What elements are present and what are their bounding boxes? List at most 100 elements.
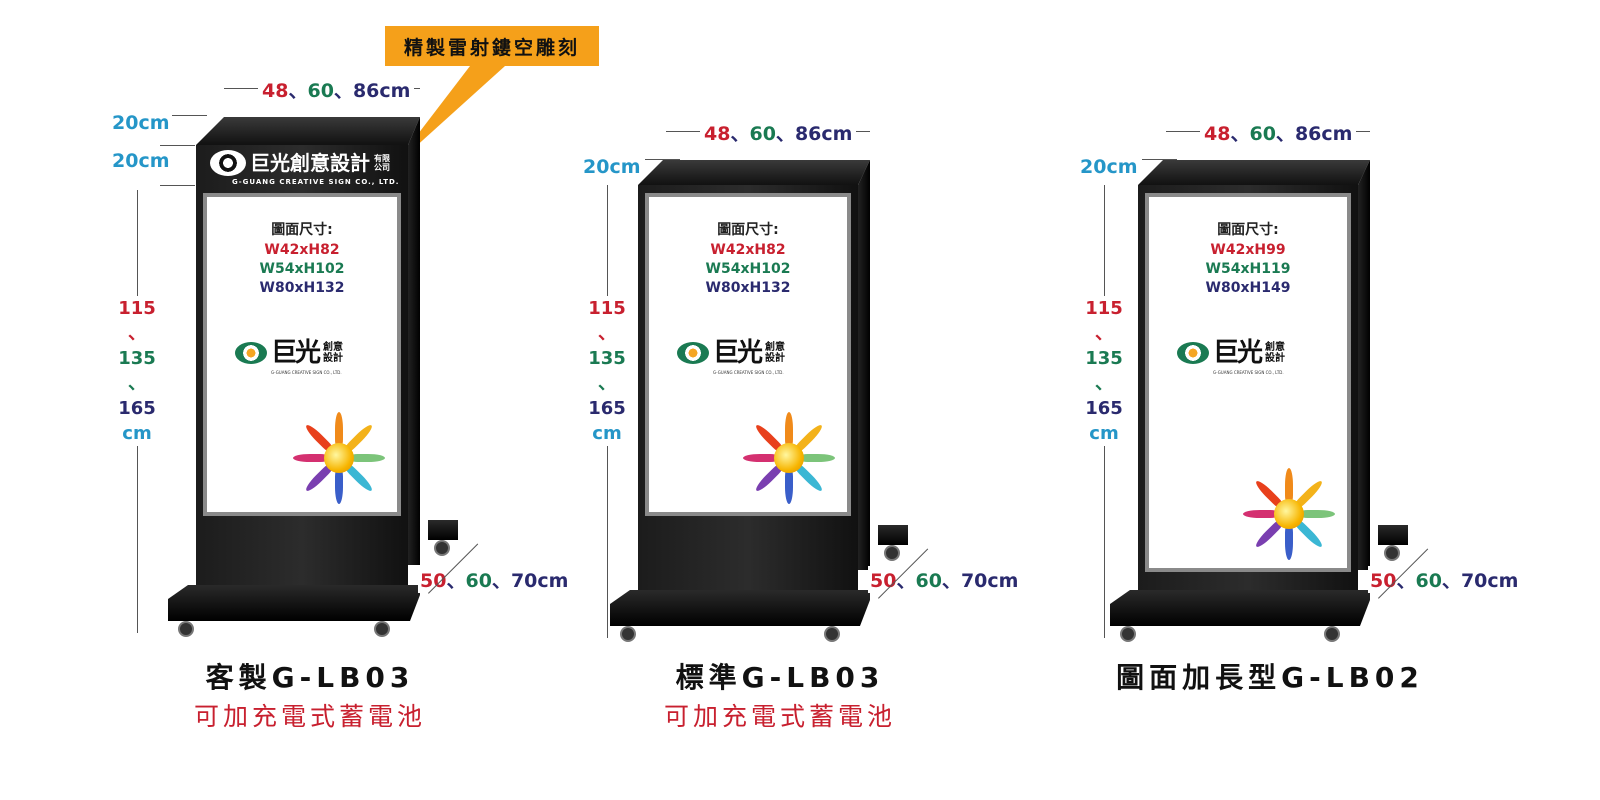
wheel-icon — [434, 540, 450, 556]
wheel-icon — [374, 621, 390, 637]
poster-logo: 巨光創意設計 G-GUANG CREATIVE SIGN CO., LTD. — [1177, 338, 1289, 376]
wheel-icon — [884, 545, 900, 561]
spec-size: W54xH102 — [705, 261, 791, 277]
spec-heading: 圖面尺寸: — [271, 222, 333, 238]
depth-label: 20cm — [1080, 156, 1138, 178]
sun-ray — [743, 454, 777, 462]
base-value-2: 70cm — [510, 570, 569, 592]
height-value-3: 、 — [598, 373, 616, 394]
poster-logo-name: 巨光 — [271, 338, 321, 368]
width-value-0: 48 — [704, 123, 731, 145]
wheel-icon — [1324, 626, 1340, 642]
separator: 、 — [446, 570, 466, 592]
width-value-2: 86cm — [352, 80, 411, 102]
height-value-2: 135 — [588, 348, 626, 369]
header-logo-row: 巨光創意設計有限公司 — [210, 150, 392, 176]
sun-graphic-icon — [739, 408, 839, 508]
sun-ray — [293, 454, 327, 462]
height-value-0: 115 — [588, 298, 626, 319]
side-face — [1358, 160, 1370, 570]
height-value-4: 165 — [588, 398, 626, 419]
separator: 、 — [775, 123, 795, 145]
width-dimension: 48、60、86cm — [1200, 119, 1357, 146]
height-value-3: 、 — [128, 373, 146, 394]
spec-size: W42xH82 — [264, 242, 340, 258]
separator: 、 — [730, 123, 750, 145]
base-value-1: 60 — [1415, 570, 1442, 592]
separator: 、 — [896, 570, 916, 592]
base-plate — [1110, 590, 1370, 626]
sun-ray — [351, 454, 385, 462]
sun-ray — [1285, 468, 1293, 502]
base-value-0: 50 — [870, 570, 897, 592]
model-title: 標準G-LB03 — [675, 661, 885, 694]
depth-guide — [645, 159, 680, 160]
height-value-2: 135 — [1085, 348, 1123, 369]
poster-logo: 巨光創意設計 G-GUANG CREATIVE SIGN CO., LTD. — [235, 338, 347, 376]
sun-ray — [1285, 526, 1293, 560]
base-value-0: 50 — [420, 570, 447, 592]
sun-ray — [785, 412, 793, 446]
logo-mark-icon — [210, 150, 246, 176]
height-value-2: 135 — [118, 348, 156, 369]
base-top — [428, 520, 458, 540]
sun-core — [774, 443, 804, 473]
base-plate — [610, 590, 870, 626]
height-value-5: cm — [1089, 423, 1119, 444]
top-face — [1138, 160, 1370, 185]
side-face — [408, 117, 420, 565]
logo-mark-icon — [1177, 342, 1209, 364]
width-value-0: 48 — [262, 80, 289, 102]
base-value-0: 50 — [1370, 570, 1397, 592]
spec-size: W42xH99 — [1210, 242, 1286, 258]
height-value-1: 、 — [1095, 323, 1113, 344]
separator: 、 — [941, 570, 961, 592]
separator: 、 — [1230, 123, 1250, 145]
wheel-icon — [1120, 626, 1136, 642]
logo-mark-icon — [235, 342, 267, 364]
sun-graphic-icon — [289, 408, 389, 508]
wheel-icon — [824, 626, 840, 642]
base-value-2: 70cm — [1460, 570, 1519, 592]
model-subtitle: 可加充電式蓄電池 — [193, 702, 427, 731]
top-face — [638, 160, 870, 185]
header-logo-name: 巨光創意設計 — [250, 151, 370, 175]
poster-logo-small: 創意設計 — [1265, 342, 1286, 364]
depth-guide — [172, 115, 207, 116]
header-logo-suffix: 有限公司 — [374, 154, 390, 172]
spec-size: W54xH102 — [259, 261, 345, 277]
width-value-1: 60 — [1249, 123, 1276, 145]
model-title: 客製G-LB03 — [205, 661, 415, 694]
separator: 、 — [1396, 570, 1416, 592]
poster-logo-row: 巨光創意設計 — [1177, 338, 1289, 368]
base-top — [878, 525, 908, 545]
base-dimension: 50、60、70cm — [418, 566, 571, 593]
header-guide — [160, 145, 195, 146]
sun-ray — [801, 454, 835, 462]
sun-core — [1274, 499, 1304, 529]
poster-logo-english: G-GUANG CREATIVE SIGN CO., LTD. — [271, 370, 342, 375]
sun-graphic-icon — [1239, 464, 1339, 564]
depth-label: 20cm — [583, 156, 641, 178]
height-value-3: 、 — [1095, 373, 1113, 394]
sun-ray — [785, 470, 793, 504]
poster-logo-small: 創意設計 — [323, 342, 344, 364]
base-value-1: 60 — [915, 570, 942, 592]
wheel-icon — [1384, 545, 1400, 561]
poster-logo-row: 巨光創意設計 — [235, 338, 347, 368]
separator: 、 — [288, 80, 308, 102]
model-title: 圖面加長型G-LB02 — [1116, 661, 1424, 694]
height-value-4: 165 — [118, 398, 156, 419]
sun-ray — [335, 412, 343, 446]
header-height-label: 20cm — [112, 150, 170, 172]
depth-guide — [1142, 159, 1177, 160]
spec-size: W42xH82 — [710, 242, 786, 258]
base-top — [1378, 525, 1408, 545]
poster-logo-english: G-GUANG CREATIVE SIGN CO., LTD. — [1213, 370, 1284, 375]
